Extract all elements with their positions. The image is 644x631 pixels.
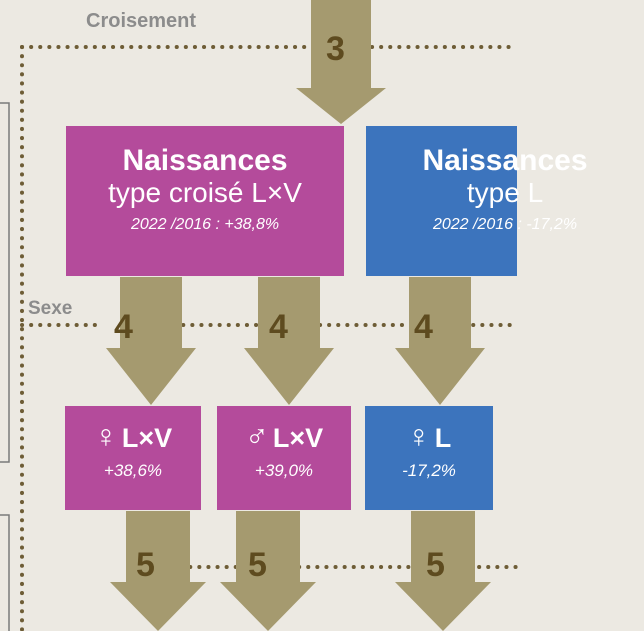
arrow-step4-a bbox=[106, 277, 196, 405]
step-number-3: 3 bbox=[326, 30, 345, 68]
box-l-ratio: 2022 /2016 : -17,2% bbox=[432, 216, 578, 233]
step-number-5a: 5 bbox=[136, 546, 155, 584]
male-lxv-pct: +39,0% bbox=[254, 461, 314, 480]
box-naissances-lxv: Naissances type croisé L×V 2022 /2016 : … bbox=[66, 126, 344, 276]
box-lxv-ratio: 2022 /2016 : +38,8% bbox=[130, 216, 280, 233]
female-symbol-icon: ♀ bbox=[406, 418, 431, 454]
box-l-subtitle: type L bbox=[466, 177, 544, 208]
box-female-lxv: ♀L×V +38,6% bbox=[65, 406, 201, 510]
section-label-croisement: Croisement bbox=[86, 10, 197, 32]
arrow-step5-c bbox=[395, 511, 491, 631]
left-frame-lines bbox=[0, 102, 10, 631]
box-lxv-subtitle: type croisé L×V bbox=[108, 177, 302, 208]
female-lxv-pct: +38,6% bbox=[103, 461, 163, 480]
arrow-step3 bbox=[296, 0, 386, 124]
arrow-step5-b bbox=[220, 511, 316, 631]
box-naissances-l: Naissances type L 2022 /2016 : -17,2% bbox=[366, 126, 588, 276]
female-l-pct: -17,2% bbox=[402, 461, 456, 480]
box-female-l: ♀L -17,2% bbox=[365, 406, 493, 510]
arrow-step5-a bbox=[110, 511, 206, 631]
section-label-sexe: Sexe bbox=[28, 298, 73, 319]
arrow-step4-c bbox=[395, 277, 485, 405]
step-number-4a: 4 bbox=[114, 308, 133, 346]
female-l-label: L bbox=[434, 423, 452, 453]
step-number-5b: 5 bbox=[248, 546, 267, 584]
box-lxv-title: Naissances bbox=[122, 144, 288, 177]
arrow-layer bbox=[106, 0, 491, 631]
female-lxv-label: L×V bbox=[121, 423, 173, 453]
arrow-step4-b bbox=[244, 277, 334, 405]
step-number-4b: 4 bbox=[269, 308, 288, 346]
connector-layer bbox=[0, 45, 519, 631]
step-number-4c: 4 bbox=[414, 308, 433, 346]
female-symbol-icon: ♀ bbox=[93, 418, 118, 454]
box-male-lxv: ♂L×V +39,0% bbox=[217, 406, 351, 510]
step-number-5c: 5 bbox=[426, 546, 445, 584]
box-l-title: Naissances bbox=[422, 144, 588, 177]
male-symbol-icon: ♂ bbox=[244, 418, 269, 454]
male-lxv-label: L×V bbox=[272, 423, 324, 453]
